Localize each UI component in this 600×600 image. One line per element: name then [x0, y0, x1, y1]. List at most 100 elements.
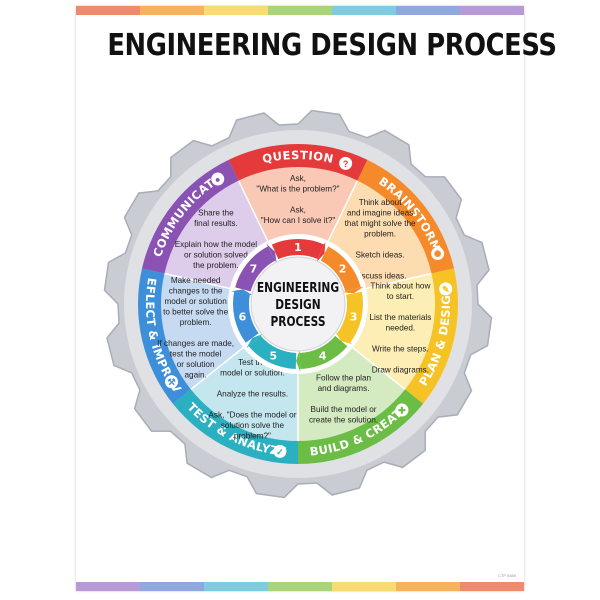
description-line — [297, 195, 299, 204]
description-line — [194, 329, 196, 338]
stage-icons: ?✺✎✚✓⚒● — [164, 156, 453, 458]
description-line: Sketch ideas. — [356, 250, 405, 259]
description-line: Follow the plan — [316, 374, 372, 383]
stage-panel-3 — [352, 273, 435, 390]
stage-number-5: 5 — [269, 349, 277, 362]
description-line: needed. — [386, 323, 416, 332]
description-line: model or solution. — [220, 368, 285, 377]
hub-arrow-1 — [271, 238, 325, 260]
description-line: Build the model or — [311, 405, 377, 414]
stage-band-1 — [228, 144, 368, 181]
top-color-stripe — [76, 6, 524, 15]
center-title-line-1: ENGINEERING — [257, 280, 339, 295]
description-line — [251, 379, 253, 388]
description-line: or solution solved — [184, 250, 248, 259]
stage-band-7 — [142, 159, 239, 274]
description-line — [399, 355, 401, 364]
stage-band-6 — [137, 268, 191, 404]
stage-number-4: 4 — [319, 349, 327, 362]
stage-icon-bg — [164, 375, 178, 389]
description-line: problem?" — [234, 431, 271, 440]
description-line: problem. — [180, 318, 212, 327]
stage-divider — [190, 347, 244, 391]
description-line: Ask, — [290, 174, 306, 183]
stage-divider — [237, 180, 269, 242]
footer-code: CTP 5585 — [498, 573, 516, 578]
stage-number-6: 6 — [239, 311, 247, 324]
stage-number-3: 3 — [350, 311, 358, 324]
stage-label-1: QUESTION — [261, 148, 335, 166]
description-line: Explain how the model — [175, 240, 258, 249]
description-line: Ask, "Does the model or — [208, 410, 296, 419]
description-line — [251, 400, 253, 409]
hub-arrowhead — [342, 286, 364, 294]
stage-divider — [164, 272, 230, 290]
description-line: Write the steps. — [372, 344, 429, 353]
stage-icon-bg — [395, 403, 409, 417]
stage-panel-6 — [160, 273, 244, 390]
description-line: problem. — [364, 229, 396, 238]
description-line: "How can I solve it?" — [261, 216, 336, 225]
stage-panel-1 — [238, 166, 358, 241]
lightbulb-icon: ✺ — [434, 249, 442, 259]
description-line — [379, 240, 381, 249]
bottom-color-stripe — [76, 582, 524, 591]
description-line: and imagine ideas — [347, 208, 413, 217]
hub-arrow-3 — [337, 291, 363, 343]
description-line: model or solution — [164, 297, 227, 306]
description-line — [342, 395, 344, 404]
description-line — [379, 261, 381, 270]
hub-arrow-5 — [248, 335, 297, 369]
checkmark-icon: ✓ — [276, 447, 284, 457]
hub-arrow-7 — [235, 246, 276, 292]
description-line: Discuss ideas. — [354, 271, 407, 280]
description-line: Analyze the results. — [217, 389, 288, 398]
description-line — [399, 334, 401, 343]
stage-panels — [160, 166, 435, 441]
description-line: Think about how — [370, 281, 430, 290]
hub-arrow-4 — [299, 335, 348, 369]
description-line: test the model — [170, 350, 222, 359]
description-line: Test the — [238, 358, 267, 367]
hub-core — [250, 256, 346, 352]
stage-icon-bg — [273, 444, 287, 458]
hub-arrowhead — [296, 349, 301, 372]
description-line: "What is the problem?" — [256, 185, 339, 194]
stage-panel-2 — [328, 180, 432, 289]
stage-panel-4 — [298, 347, 406, 441]
puzzle-icon: ✚ — [398, 406, 406, 416]
description-line: List the materials — [369, 313, 431, 322]
description-line: changes to the — [169, 287, 223, 296]
stage-label-text: QUESTION — [261, 148, 335, 166]
stage-description-1: Ask,"What is the problem?" Ask,"How can … — [256, 174, 339, 225]
stage-band-4 — [298, 389, 424, 464]
description-line: solution solve the — [221, 421, 285, 430]
stage-icon-bg — [339, 156, 353, 170]
stage-panel-7 — [164, 180, 268, 289]
stage-label-bands — [137, 144, 459, 464]
stage-band-3 — [405, 268, 459, 404]
stage-band-2 — [357, 159, 454, 274]
hub-arrowhead — [231, 289, 253, 296]
pencil-icon: ✎ — [442, 284, 450, 294]
stage-descriptions: Ask,"What is the problem?" Ask,"How can … — [157, 174, 431, 440]
stage-icon-bg — [439, 282, 453, 296]
center-title-line-2: DESIGN — [275, 297, 320, 312]
description-line: Share the — [198, 208, 234, 217]
hub-arrowhead — [334, 331, 353, 345]
hub-arrowhead — [316, 241, 326, 262]
wrench-icon: ⚒ — [167, 377, 175, 387]
description-line: Think about — [359, 198, 403, 207]
description-line: Draw diagrams. — [372, 365, 429, 374]
stage-number-1: 1 — [294, 241, 302, 254]
description-line — [399, 302, 401, 311]
piggy-bank-icon: ● — [215, 175, 220, 185]
stage-divider — [352, 347, 406, 391]
stage-icon-bg — [211, 172, 225, 186]
